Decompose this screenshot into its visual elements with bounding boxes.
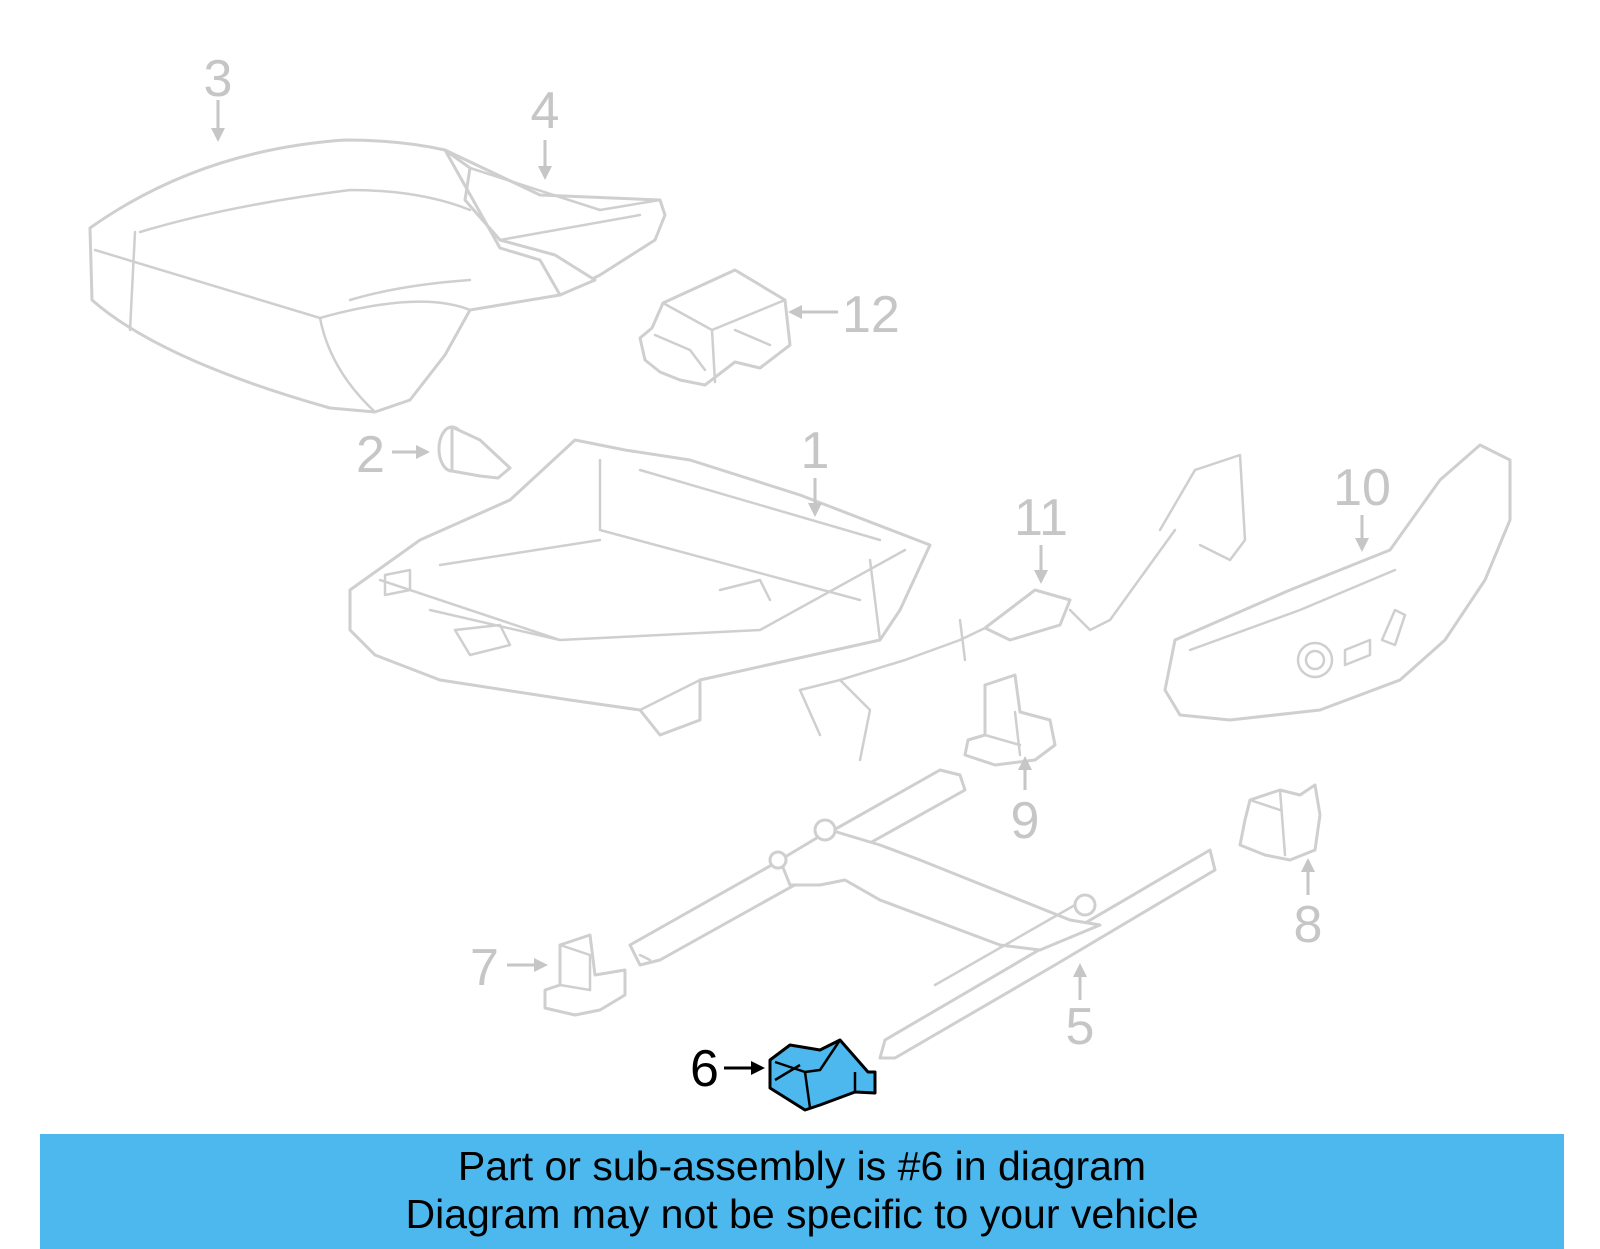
part-11-cable: [798, 453, 1247, 762]
part-9-bracket: [963, 673, 1057, 767]
callout-5: 5: [1066, 998, 1095, 1056]
callout-12: 12: [842, 286, 900, 344]
callout-3: 3: [204, 50, 233, 108]
info-banner: Part or sub-assembly is #6 in diagram Di…: [40, 1134, 1564, 1249]
part-4-cushion-cover: [443, 148, 662, 297]
callout-10: 10: [1333, 459, 1391, 517]
callout-2: 2: [356, 426, 385, 484]
callout-9: 9: [1011, 792, 1040, 850]
callout-11: 11: [1014, 489, 1068, 547]
part-1-seat-frame: [348, 438, 932, 737]
part-10-side-trim: [1163, 443, 1512, 722]
callout-8: 8: [1294, 896, 1323, 954]
part-5-seat-track: [628, 768, 1217, 1060]
callout-7: 7: [470, 939, 499, 997]
callout-arrows: [211, 100, 1369, 1075]
banner-line-1: Part or sub-assembly is #6 in diagram: [457, 1143, 1147, 1189]
banner-line-2: Diagram may not be specific to your vehi…: [405, 1191, 1199, 1237]
callout-4: 4: [531, 82, 560, 140]
part-6-highlighted[interactable]: [768, 1038, 877, 1112]
part-7-bracket: [543, 933, 627, 1017]
callout-labels: 3 4 12 2 1 11 10 9 8 5 7 6: [204, 50, 1391, 1098]
part-8-bracket: [1238, 783, 1322, 862]
part-12-module: [638, 268, 792, 387]
callout-6[interactable]: 6: [690, 1040, 719, 1098]
callout-1: 1: [801, 422, 830, 480]
part-2-pin: [437, 425, 512, 480]
